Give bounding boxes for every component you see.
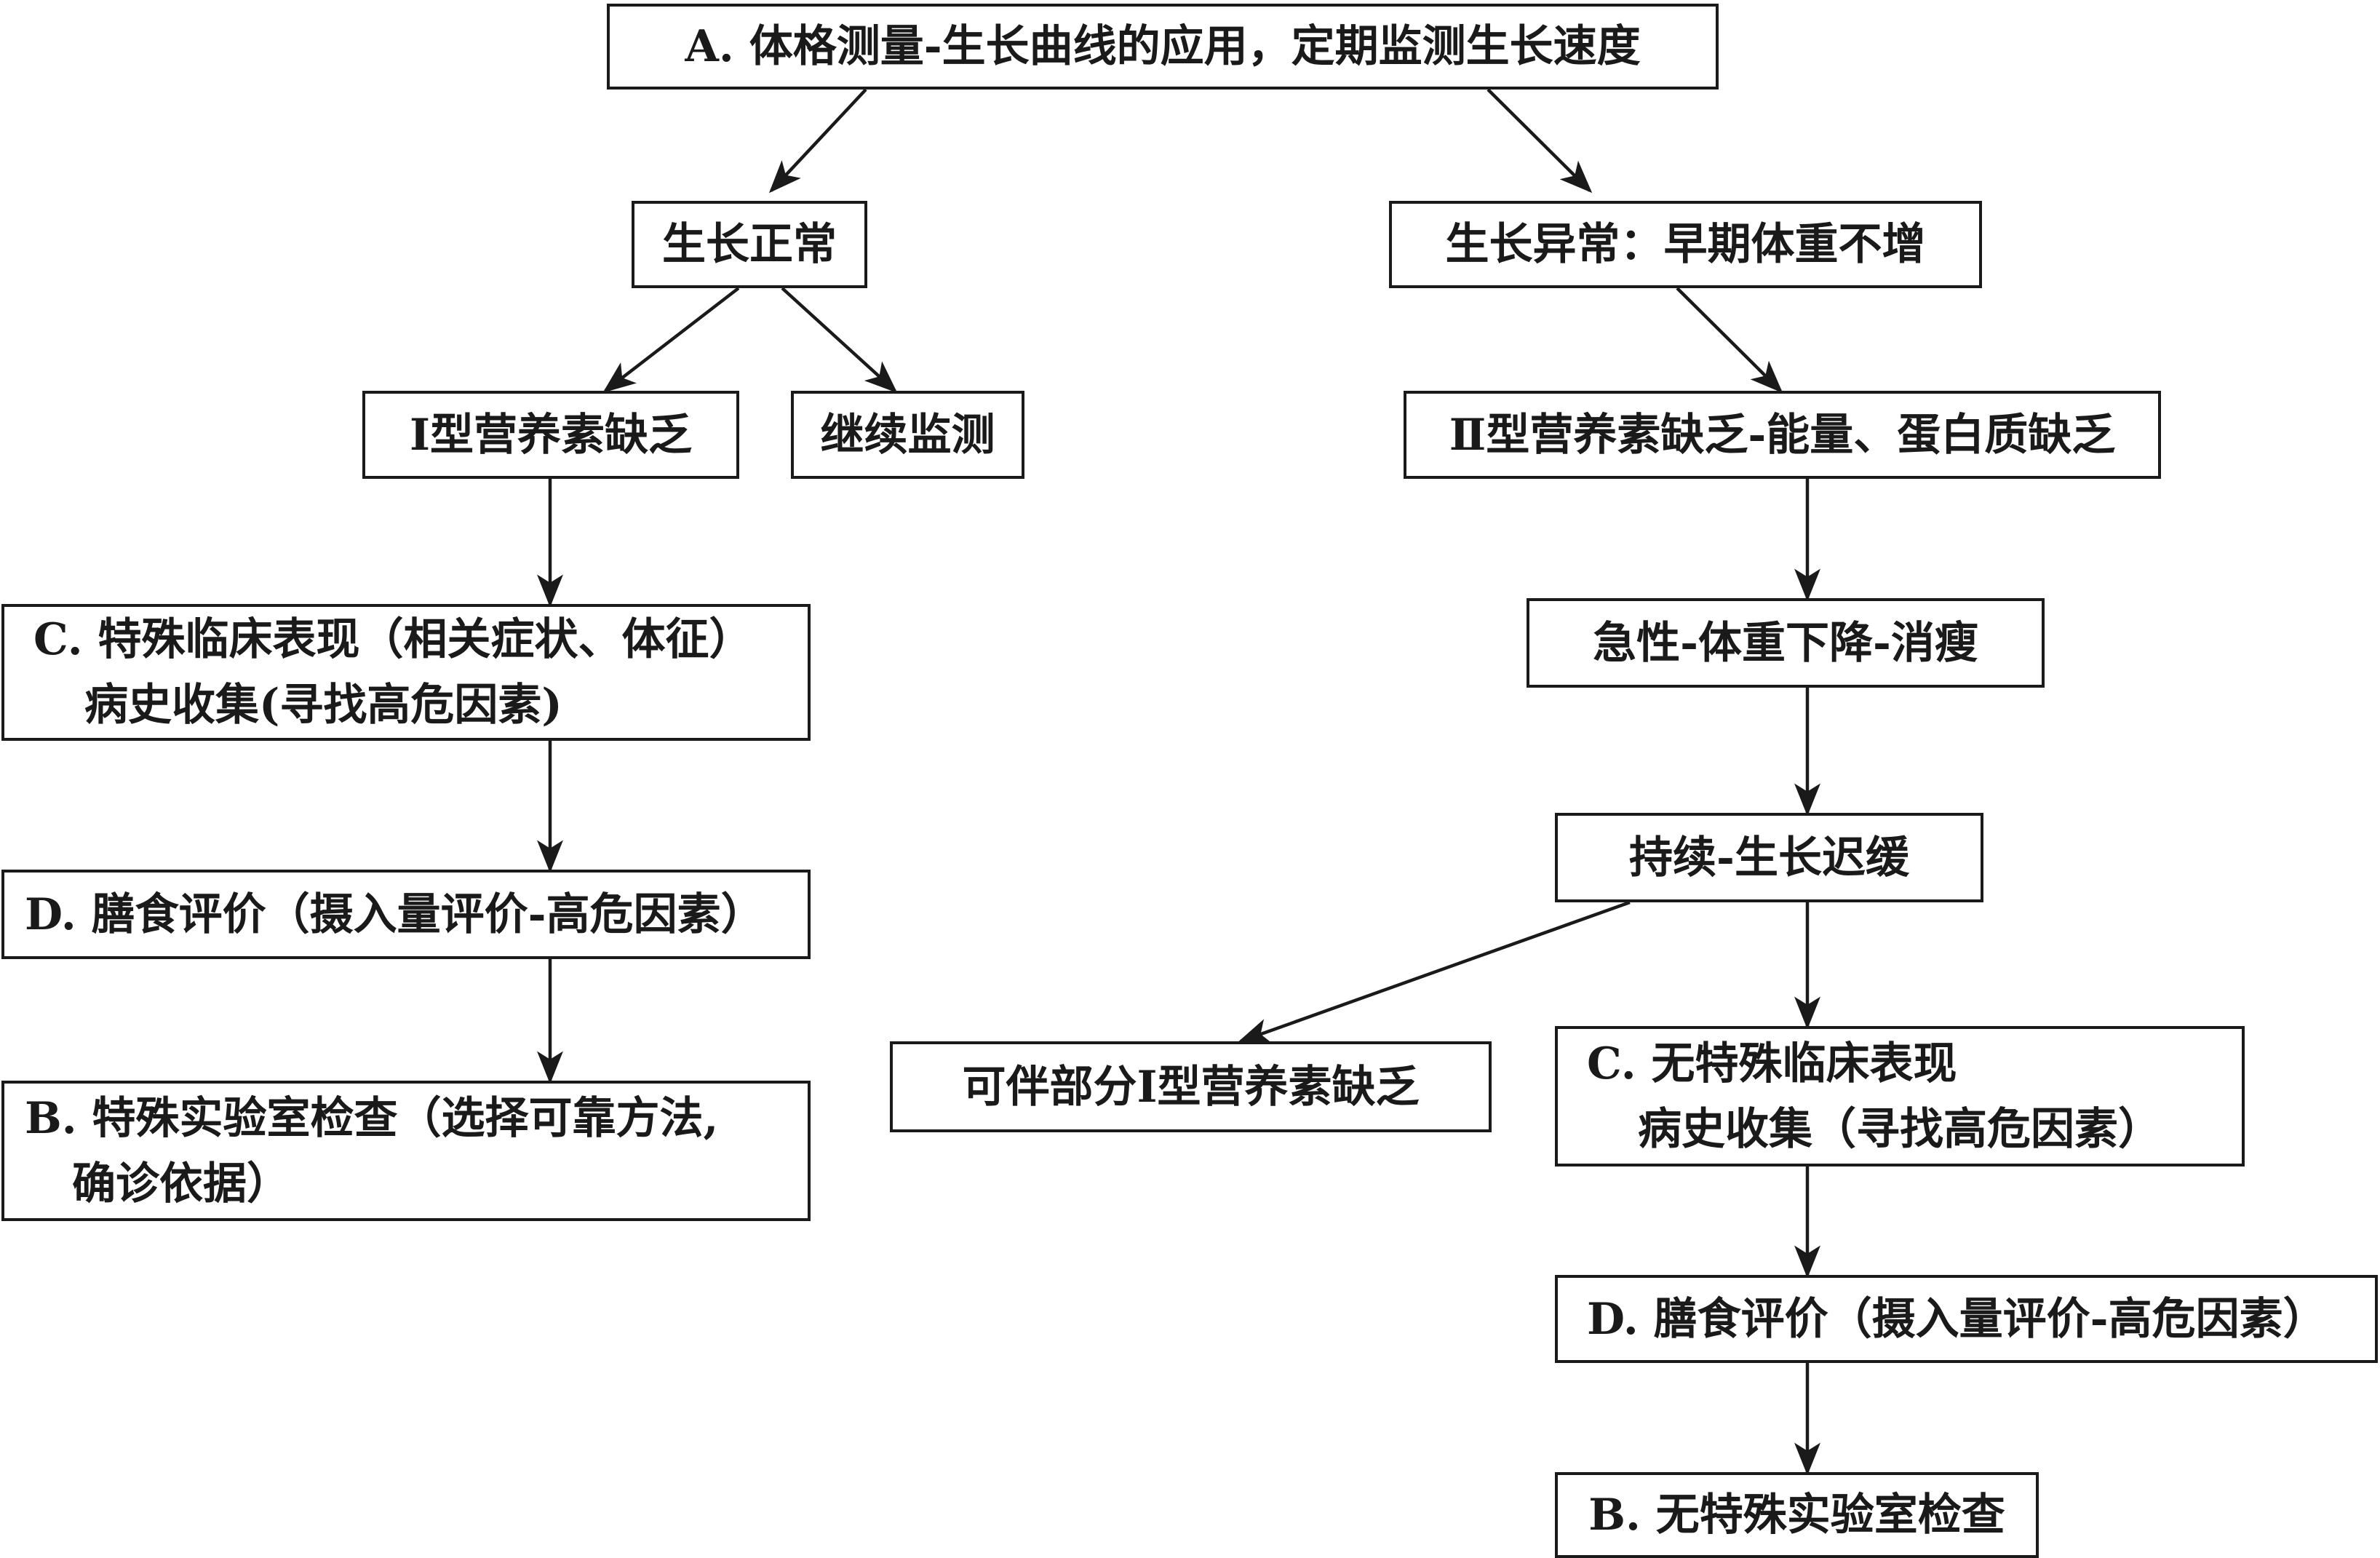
arrow-a-to-normal [768, 88, 867, 194]
node-c-right-line1: C. 无特殊临床表现 [1587, 1038, 1957, 1089]
node-b-right-label: B. 无特殊实验室检查 [1588, 1490, 2005, 1541]
node-growth-abnormal: 生长异常：早期体重不增 [1389, 201, 1982, 288]
node-c-right-line2: 病史收集（寻找高危因素） [1638, 1103, 2162, 1155]
node-c-right-clinical: C. 无特殊临床表现 病史收集（寻找高危因素） [1555, 1026, 2245, 1166]
arrow-abnormal-to-type2 [1676, 287, 1783, 394]
node-a-label: A. 体格测量-生长曲线的应用，定期监测生长速度 [685, 21, 1641, 72]
node-continue-monitoring: 继续监测 [791, 391, 1024, 479]
node-d-left-label: D. 膳食评价（摄入量评价-高危因素） [25, 889, 765, 940]
node-type1-deficiency-label: Ⅰ型营养素缺乏 [409, 409, 693, 461]
node-persistent-stunting-label: 持续-生长迟缓 [1629, 832, 1909, 883]
node-acute-weight-loss-label: 急性-体重下降-消瘦 [1593, 617, 1978, 669]
arrow-normal-to-type1 [602, 287, 740, 393]
node-c-left-line1: C. 特殊临床表现（相关症状、体征） [33, 614, 753, 665]
node-b-left-line1: B. 特殊实验室检查（选择可靠方法, [25, 1092, 719, 1144]
node-type2-deficiency-label: Ⅱ型营养素缺乏-能量、蛋白质缺乏 [1449, 409, 2116, 461]
arrow-normal-to-continue [781, 287, 898, 394]
node-b-left-line2: 确诊依据） [72, 1158, 290, 1209]
node-b-left-text: B. 特殊实验室检查（选择可靠方法, 确诊依据） [25, 1086, 718, 1217]
node-a-anthropometry: A. 体格测量-生长曲线的应用，定期监测生长速度 [607, 4, 1719, 90]
node-persistent-stunting: 持续-生长迟缓 [1555, 813, 1983, 902]
node-c-left-line2: 病史收集(寻找高危因素) [84, 680, 562, 731]
node-partial-type1: 可伴部分Ⅰ型营养素缺乏 [890, 1041, 1492, 1132]
node-partial-type1-label: 可伴部分Ⅰ型营养素缺乏 [962, 1061, 1420, 1113]
node-continue-monitoring-label: 继续监测 [820, 409, 995, 461]
node-growth-normal: 生长正常 [632, 201, 867, 288]
node-c-left-clinical: C. 特殊临床表现（相关症状、体征） 病史收集(寻找高危因素) [1, 604, 811, 741]
arrow-a-to-abnormal [1486, 88, 1593, 194]
node-d-left-diet: D. 膳食评价（摄入量评价-高危因素） [1, 870, 811, 959]
node-c-right-text: C. 无特殊临床表现 病史收集（寻找高危因素） [1587, 1031, 2162, 1162]
node-type1-deficiency: Ⅰ型营养素缺乏 [362, 391, 739, 479]
node-type2-deficiency: Ⅱ型营养素缺乏-能量、蛋白质缺乏 [1404, 391, 2161, 479]
node-d-right-label: D. 膳食评价（摄入量评价-高危因素） [1587, 1293, 2327, 1345]
node-d-right-diet: D. 膳食评价（摄入量评价-高危因素） [1555, 1275, 2378, 1363]
node-growth-normal-label: 生长正常 [662, 219, 837, 270]
node-c-left-text: C. 特殊临床表现（相关症状、体征） 病史收集(寻找高危因素) [33, 607, 752, 738]
node-b-right-lab: B. 无特殊实验室检查 [1555, 1472, 2039, 1558]
node-b-left-lab: B. 特殊实验室检查（选择可靠方法, 确诊依据） [1, 1081, 811, 1221]
node-growth-abnormal-label: 生长异常：早期体重不增 [1445, 219, 1926, 270]
arrow-persistent-to-partial [1237, 900, 1631, 1044]
node-acute-weight-loss: 急性-体重下降-消瘦 [1527, 598, 2045, 688]
